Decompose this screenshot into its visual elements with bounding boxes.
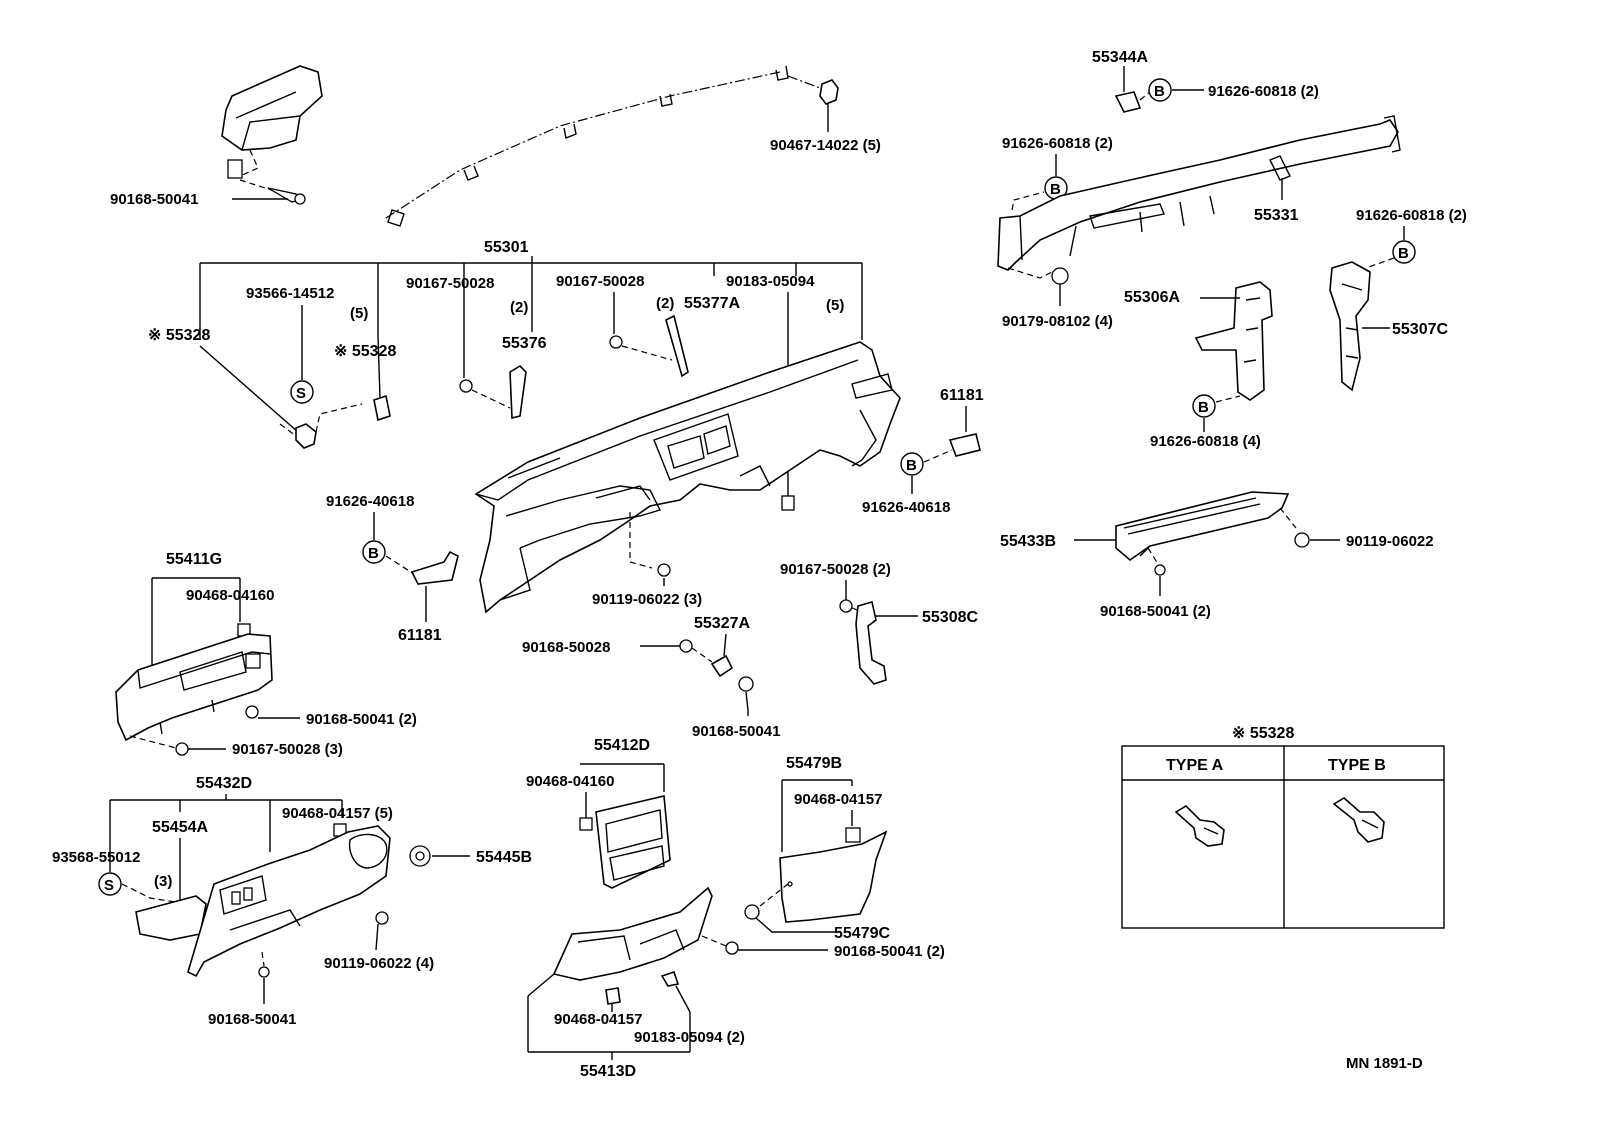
label-90179-08102: 90179-08102 (4) xyxy=(1002,313,1113,330)
label-90468-04157-c: 90468-04157 xyxy=(554,1011,642,1028)
label-90183-05094-a: 90183-05094 xyxy=(726,273,815,290)
label-90468-04160-a: 90468-04160 xyxy=(186,587,274,604)
label-90168-50041-f: 90168-50041 (2) xyxy=(834,943,945,960)
label-90168-50041-a: 90168-50041 xyxy=(110,191,198,208)
symbol-b-5: B xyxy=(906,457,917,474)
label-55308C: 55308C xyxy=(922,609,978,626)
clip-type-a xyxy=(1174,804,1225,847)
label-55433B: 55433B xyxy=(1000,533,1056,550)
brace-55306A xyxy=(1194,281,1273,401)
label-90168-50028: 90168-50028 xyxy=(522,639,610,656)
brace-55307C xyxy=(1329,261,1371,392)
label-90167-50028-c: 90167-50028 (2) xyxy=(780,561,891,578)
inset-title: ※ 55328 xyxy=(1232,725,1294,742)
symbol-b-6: B xyxy=(368,545,379,562)
drawing-number: MN 1891-D xyxy=(1346,1055,1423,1072)
label-55328-b: ※ 55328 xyxy=(334,343,396,360)
label-91626-40618-a: 91626-40618 xyxy=(326,493,414,510)
label-90467-14022: 90467-14022 (5) xyxy=(770,137,881,154)
label-55328-a: ※ 55328 xyxy=(148,327,210,344)
lower-panel-55432D xyxy=(135,825,391,978)
label-93566-14512: 93566-14512 xyxy=(246,285,334,302)
label-91626-40618-b: 91626-40618 xyxy=(862,499,950,516)
label-55327A: 55327A xyxy=(694,615,750,632)
main-dashboard-panel xyxy=(474,341,901,614)
label-90168-50041-d: 90168-50041 (2) xyxy=(306,711,417,728)
symbol-b-1: B xyxy=(1154,83,1165,100)
label-90167-50028-a-qty: (2) xyxy=(510,299,528,316)
label-90468-04157-b: 90468-04157 xyxy=(794,791,882,808)
label-90468-04157-a: 90468-04157 (5) xyxy=(282,805,393,822)
label-90119-06022-a: 90119-06022 (3) xyxy=(592,591,702,608)
label-91626-60818-c: 91626-60818 (2) xyxy=(1356,207,1467,224)
label-61181-a: 61181 xyxy=(940,387,984,404)
label-93568-qty: (3) xyxy=(154,873,172,890)
label-91626-60818-a: 91626-60818 (2) xyxy=(1208,83,1319,100)
label-55479C: 55479C xyxy=(834,925,890,942)
label-55445B: 55445B xyxy=(476,849,532,866)
clip-type-b xyxy=(1332,797,1385,843)
label-90183-05094-a-qty: (5) xyxy=(826,297,844,314)
type-b-label: TYPE B xyxy=(1328,757,1386,774)
label-61181-b: 61181 xyxy=(398,627,442,644)
label-55331: 55331 xyxy=(1254,207,1299,224)
dash-top-trim-strip xyxy=(385,65,839,227)
label-90168-50041-b: 90168-50041 (2) xyxy=(1100,603,1211,620)
clip-55328 xyxy=(279,394,391,449)
symbol-b-2: B xyxy=(1050,181,1061,198)
label-90168-50041-e: 90168-50041 xyxy=(208,1011,296,1028)
label-93568-55012: 93568-55012 xyxy=(52,849,140,866)
panel-55411G xyxy=(115,633,273,742)
label-55344A: 55344A xyxy=(1092,49,1148,66)
label-90168-50041-c: 90168-50041 xyxy=(692,723,780,740)
leader-55301 xyxy=(199,256,863,340)
label-55454A: 55454A xyxy=(152,819,208,836)
label-55413D: 55413D xyxy=(580,1063,636,1080)
label-90119-06022-b: 90119-06022 xyxy=(1346,533,1434,550)
label-91626-60818-d: 91626-60818 (4) xyxy=(1150,433,1261,450)
symbol-b-4: B xyxy=(1198,399,1209,416)
label-90167-50028-d: 90167-50028 (3) xyxy=(232,741,343,758)
symbol-s-1: S xyxy=(296,385,306,402)
label-55377A: 55377A xyxy=(684,295,740,312)
label-90119-06022-c: 90119-06022 (4) xyxy=(324,955,434,972)
label-55301: 55301 xyxy=(484,239,529,256)
label-90167-50028-a: 90167-50028 xyxy=(406,275,494,292)
bezel-55412D xyxy=(595,795,671,889)
type-inset-box xyxy=(1121,745,1445,929)
tray-55433B xyxy=(1115,491,1290,562)
label-90167-50028-b-qty: (2) xyxy=(656,295,674,312)
type-a-label: TYPE A xyxy=(1166,757,1224,774)
label-91626-60818-b: 91626-60818 (2) xyxy=(1002,135,1113,152)
label-55411G: 55411G xyxy=(166,551,222,568)
label-90468-04160-b: 90468-04160 xyxy=(526,773,614,790)
symbol-s-2: S xyxy=(104,877,114,894)
reinforcement-bar-55331 xyxy=(997,115,1401,279)
label-55307C: 55307C xyxy=(1392,321,1448,338)
cover-55479C xyxy=(779,830,888,923)
lower-panel-55413D xyxy=(552,886,713,981)
screws-upper-dash xyxy=(459,314,689,420)
cover-part-upper-left xyxy=(221,65,323,205)
label-55432D: 55432D xyxy=(196,775,252,792)
label-55479B: 55479B xyxy=(786,755,842,772)
label-93566-qty: (5) xyxy=(350,305,368,322)
label-55376: 55376 xyxy=(502,335,547,352)
label-55306A: 55306A xyxy=(1124,289,1180,306)
symbol-b-3: B xyxy=(1398,245,1409,262)
label-55412D: 55412D xyxy=(594,737,650,754)
label-90167-50028-b: 90167-50028 xyxy=(556,273,644,290)
